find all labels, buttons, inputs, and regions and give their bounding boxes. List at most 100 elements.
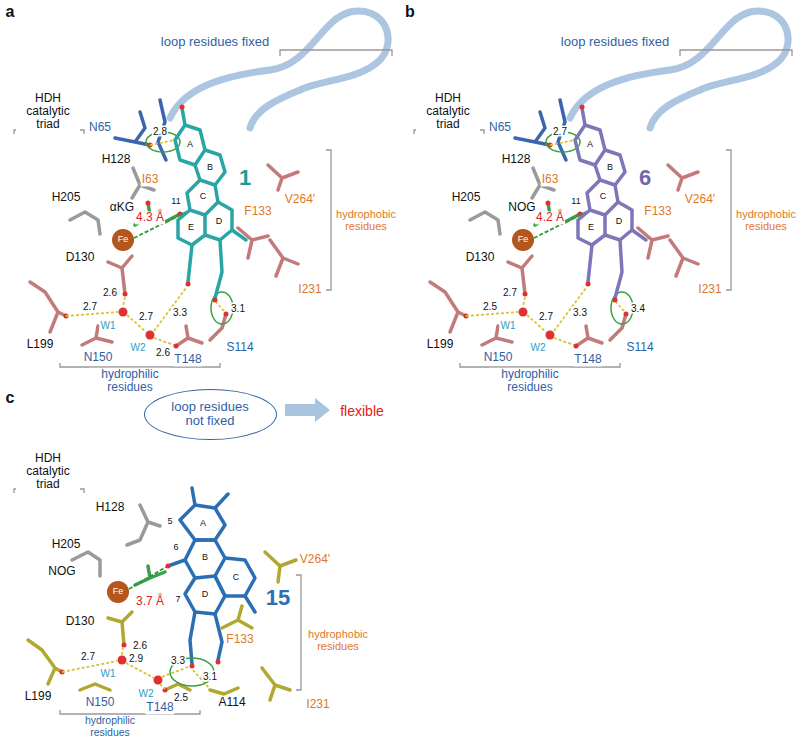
- distance-callout: 4.3 Å: [135, 211, 165, 224]
- water-sphere: [118, 656, 127, 665]
- distance-label: 3.3: [572, 307, 588, 318]
- residue-label: S114: [225, 341, 254, 354]
- distance-label: 3.1: [230, 303, 246, 314]
- ring-label: A: [186, 140, 194, 150]
- iron-label: Fe: [117, 235, 130, 245]
- residue-label: S114: [625, 341, 654, 354]
- residue-label: L199: [26, 338, 55, 351]
- water-label: W1: [100, 320, 117, 331]
- residue-sticks: [265, 552, 296, 582]
- residue-label: αKG: [109, 201, 135, 214]
- residue-label: H205: [51, 538, 82, 551]
- distance-label: 2.5: [173, 692, 189, 703]
- water-label: W2: [530, 342, 547, 353]
- residue-label: D130: [465, 251, 496, 264]
- residue-label: H128: [95, 501, 126, 514]
- oxygen-atom: [122, 643, 127, 648]
- ring-label: B: [206, 163, 214, 173]
- residue-label: H128: [501, 153, 532, 166]
- flexible-arrow: [285, 398, 330, 422]
- ellipse-node: loop residues not fixed: [144, 389, 277, 440]
- group-label: HDH catalytic triad: [16, 452, 80, 492]
- residue-label: L199: [24, 690, 53, 703]
- group-label: hydrophobic residues: [734, 208, 798, 232]
- residue-label: T148: [145, 701, 174, 714]
- hbond-dash: [160, 684, 165, 689]
- compound-number: 1: [238, 166, 252, 190]
- iron-label: Fe: [517, 235, 530, 245]
- ring-label: 7: [174, 595, 181, 605]
- residue-label: T148: [173, 353, 202, 366]
- ligand-sticks: [185, 576, 225, 614]
- distance-label: 2.6: [155, 347, 171, 358]
- distance-dash: [129, 567, 166, 589]
- ring-label: D: [615, 217, 624, 227]
- residue-sticks: [80, 684, 110, 690]
- residue-label: H128: [101, 153, 132, 166]
- residue-sticks: [210, 688, 238, 694]
- hbond-dash: [62, 647, 209, 689]
- ligand-sticks: [168, 488, 255, 664]
- residue-sticks: [222, 606, 252, 628]
- residue-label: I231: [297, 283, 322, 296]
- node-text: loop residues not fixed: [167, 400, 253, 429]
- oxygen-atom: [190, 664, 195, 669]
- ligand-sticks-b: [575, 105, 646, 303]
- group-label: hydrophilic residues: [69, 715, 151, 738]
- group-label: hydrophobic residues: [306, 628, 370, 652]
- residue-label: loop residues fixed: [160, 35, 270, 49]
- ring-label: C: [232, 573, 241, 583]
- residue-label: N65: [88, 121, 112, 134]
- distance-label: 2.7: [538, 311, 554, 322]
- residue-label: F133: [243, 205, 272, 218]
- group-label: HDH catalytic triad: [16, 92, 80, 132]
- residue-label: V264': [284, 193, 316, 206]
- binding-site-b: [414, 11, 792, 367]
- binding-site-a: [14, 11, 392, 367]
- group-label: hydrophilic residues: [489, 368, 571, 394]
- ring-label: A: [586, 140, 594, 150]
- distance-label: 2.8: [152, 126, 168, 137]
- residue-label: I63: [141, 173, 160, 186]
- ring-label: 11: [570, 197, 581, 207]
- residue-label: V264': [684, 193, 716, 206]
- ring-label: E: [587, 223, 595, 233]
- ring-label: B: [201, 553, 209, 563]
- ring-label: 6: [172, 543, 179, 553]
- bracket: [296, 575, 301, 690]
- residue-label: F133: [225, 633, 254, 646]
- residue-label: D130: [65, 615, 96, 628]
- ligand-sticks: [185, 540, 225, 578]
- bracket: [14, 489, 301, 714]
- distance-label: 2.7: [82, 301, 98, 312]
- residue-label: H205: [451, 191, 482, 204]
- residue-label: H205: [51, 191, 82, 204]
- residue-label: T148: [573, 353, 602, 366]
- iron-sphere: [107, 581, 129, 603]
- water-label: W1: [500, 320, 517, 331]
- residue-sticks: [262, 668, 290, 700]
- residue-sticks: [108, 612, 132, 645]
- compound-number: 6: [638, 166, 652, 190]
- residue-label: I231: [697, 283, 722, 296]
- residue-label: F133: [643, 205, 672, 218]
- residue-label: N65: [488, 121, 512, 134]
- hbond-dash: [162, 667, 188, 677]
- ligand-sticks-a: [175, 105, 246, 303]
- residue-label: L199: [426, 338, 455, 351]
- ring-label: C: [599, 192, 608, 202]
- ring-label: D: [201, 590, 210, 600]
- ligand-sticks: [180, 505, 225, 540]
- residue-label: A114: [217, 696, 246, 709]
- distance-label: 2.5: [482, 301, 498, 312]
- residue-label: N150: [83, 351, 114, 364]
- residue-label: N150: [483, 351, 514, 364]
- panel-c-site: [14, 398, 330, 714]
- ligand-sticks: [168, 488, 255, 664]
- residue-label: NOG: [507, 201, 536, 214]
- residue-label: loop residues fixed: [560, 35, 670, 49]
- distance-label: 2.6: [102, 287, 118, 298]
- distance-label: 2.7: [502, 287, 518, 298]
- panel-letter: b: [404, 3, 416, 21]
